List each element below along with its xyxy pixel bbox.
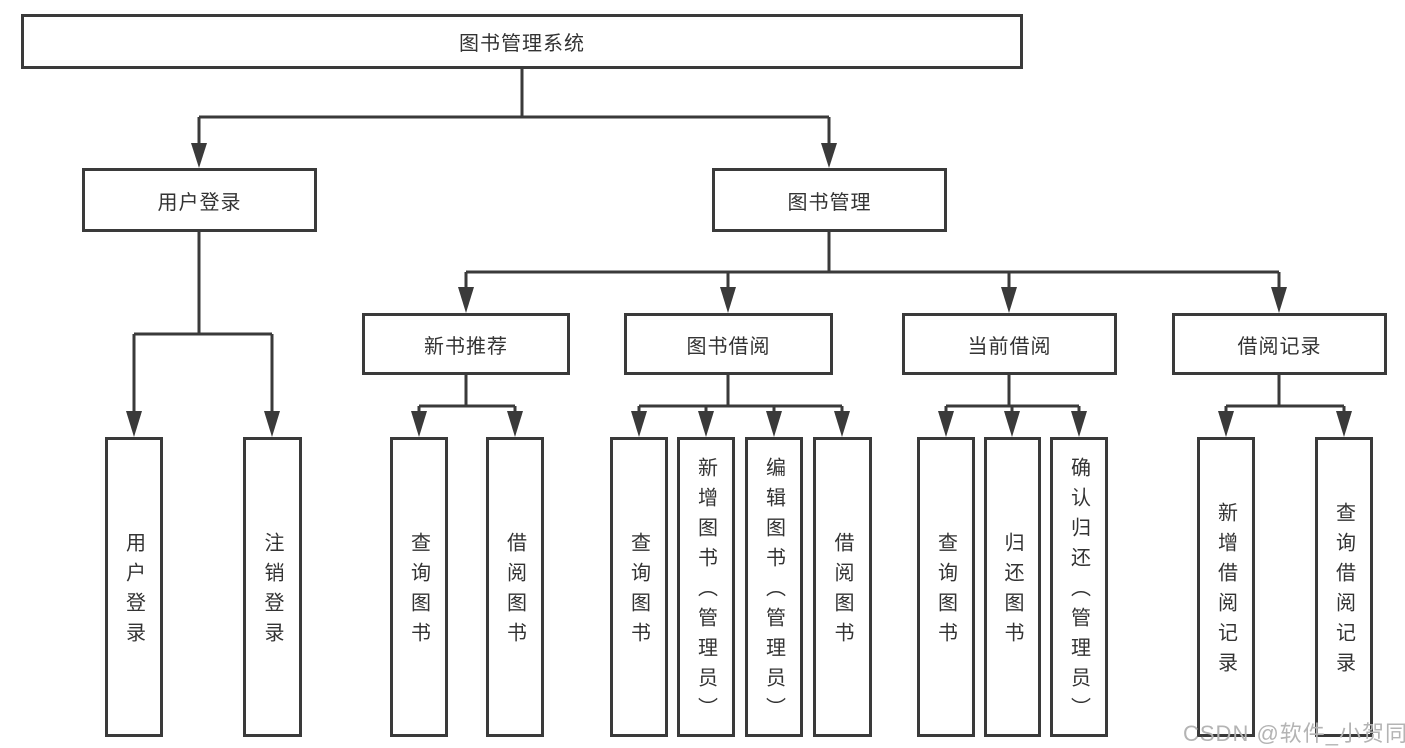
leaf-query-books-current: 查询图书 [917,437,975,737]
leaf-confirm-return-admin: 确认归还（管理员） [1050,437,1108,737]
branch-book-management: 图书管理 [712,168,947,232]
group-book-borrow: 图书借阅 [624,313,833,375]
group-current-borrow-label: 当前借阅 [967,335,1052,358]
arrowhead-user-login [191,143,207,168]
leaf-add-borrow-record: 新增借阅记录 [1197,437,1255,737]
leaf-query-borrow-record-label: 查询借阅记录 [1332,502,1355,682]
root-node-library-system: 图书管理系统 [21,14,1023,69]
arrowhead-book-management [821,143,837,168]
leaf-edit-books-admin-label: 编辑图书（管理员） [762,457,785,727]
arrowhead-leaf-add-books-c [698,411,714,437]
arrowhead-leaf-add-record-e [1218,411,1234,437]
csdn-watermark: CSDN @软件_小贺同学 [1183,721,1405,746]
leaf-user-login-label: 用户登录 [122,532,145,652]
leaf-query-books-recommend: 查询图书 [390,437,448,737]
branch-user-login: 用户登录 [82,168,317,232]
root-node-label: 图书管理系统 [459,33,585,55]
arrowhead-leaf-user-login [126,411,142,437]
group-new-book-recommend-label: 新书推荐 [424,335,508,358]
leaf-user-login: 用户登录 [105,437,163,737]
arrowhead-new-book-recommend [458,287,474,313]
leaf-query-books-borrow: 查询图书 [610,437,668,737]
arrowhead-book-borrow [720,287,736,313]
leaf-add-books-admin: 新增图书（管理员） [677,437,735,737]
group-book-borrow-label: 图书借阅 [686,335,771,358]
leaf-logout-label: 注销登录 [261,532,283,652]
connector-book-management-to-level3 [464,232,1281,289]
leaf-logout: 注销登录 [243,437,302,737]
leaf-add-borrow-record-label: 新增借阅记录 [1214,502,1237,682]
group-current-borrow: 当前借阅 [902,313,1117,375]
arrowhead-leaf-query-record-e [1336,411,1352,437]
leaf-borrow-books: 借阅图书 [813,437,872,737]
connector-book-borrow-group [637,375,844,413]
connector-root-to-level2 [197,69,831,146]
arrowhead-leaf-confirm-return-d [1071,411,1087,437]
arrowhead-borrow-records [1271,287,1287,313]
arrowhead-leaf-return-books-d [1004,411,1020,437]
arrowhead-leaf-borrow-books-c [834,411,850,437]
arrowhead-leaf-query-books-c [631,411,647,437]
group-new-book-recommend: 新书推荐 [362,313,570,375]
leaf-borrow-books-recommend-label: 借阅图书 [503,532,526,652]
branch-user-login-label: 用户登录 [157,191,242,214]
leaf-query-books-current-label: 查询图书 [934,532,957,652]
leaf-add-books-admin-label: 新增图书（管理员） [694,457,717,727]
arrowhead-leaf-query-books-d [938,411,954,437]
group-borrow-records: 借阅记录 [1172,313,1387,375]
connector-current-borrow-group [944,375,1081,413]
leaf-edit-books-admin: 编辑图书（管理员） [745,437,803,737]
arrowhead-leaf-query-books-b [411,411,427,437]
branch-book-management-label: 图书管理 [787,191,872,214]
group-borrow-records-label: 借阅记录 [1237,335,1322,358]
leaf-return-books: 归还图书 [984,437,1041,737]
arrowhead-leaf-logout [264,411,280,437]
arrowhead-current-borrow [1001,287,1017,313]
arrowhead-leaf-edit-books-c [766,411,782,437]
connector-new-book-group [417,375,517,413]
leaf-query-books-borrow-label: 查询图书 [627,532,650,652]
leaf-borrow-books-recommend: 借阅图书 [486,437,544,737]
leaf-return-books-label: 归还图书 [1001,532,1023,652]
leaf-confirm-return-admin-label: 确认归还（管理员） [1067,457,1090,727]
leaf-query-borrow-record: 查询借阅记录 [1315,437,1373,737]
arrowhead-leaf-borrow-books-b [507,411,523,437]
connector-borrow-records-group [1224,375,1346,413]
leaf-query-books-recommend-label: 查询图书 [407,532,430,652]
connector-user-login-branch [132,232,274,413]
leaf-borrow-books-label: 借阅图书 [831,532,853,652]
